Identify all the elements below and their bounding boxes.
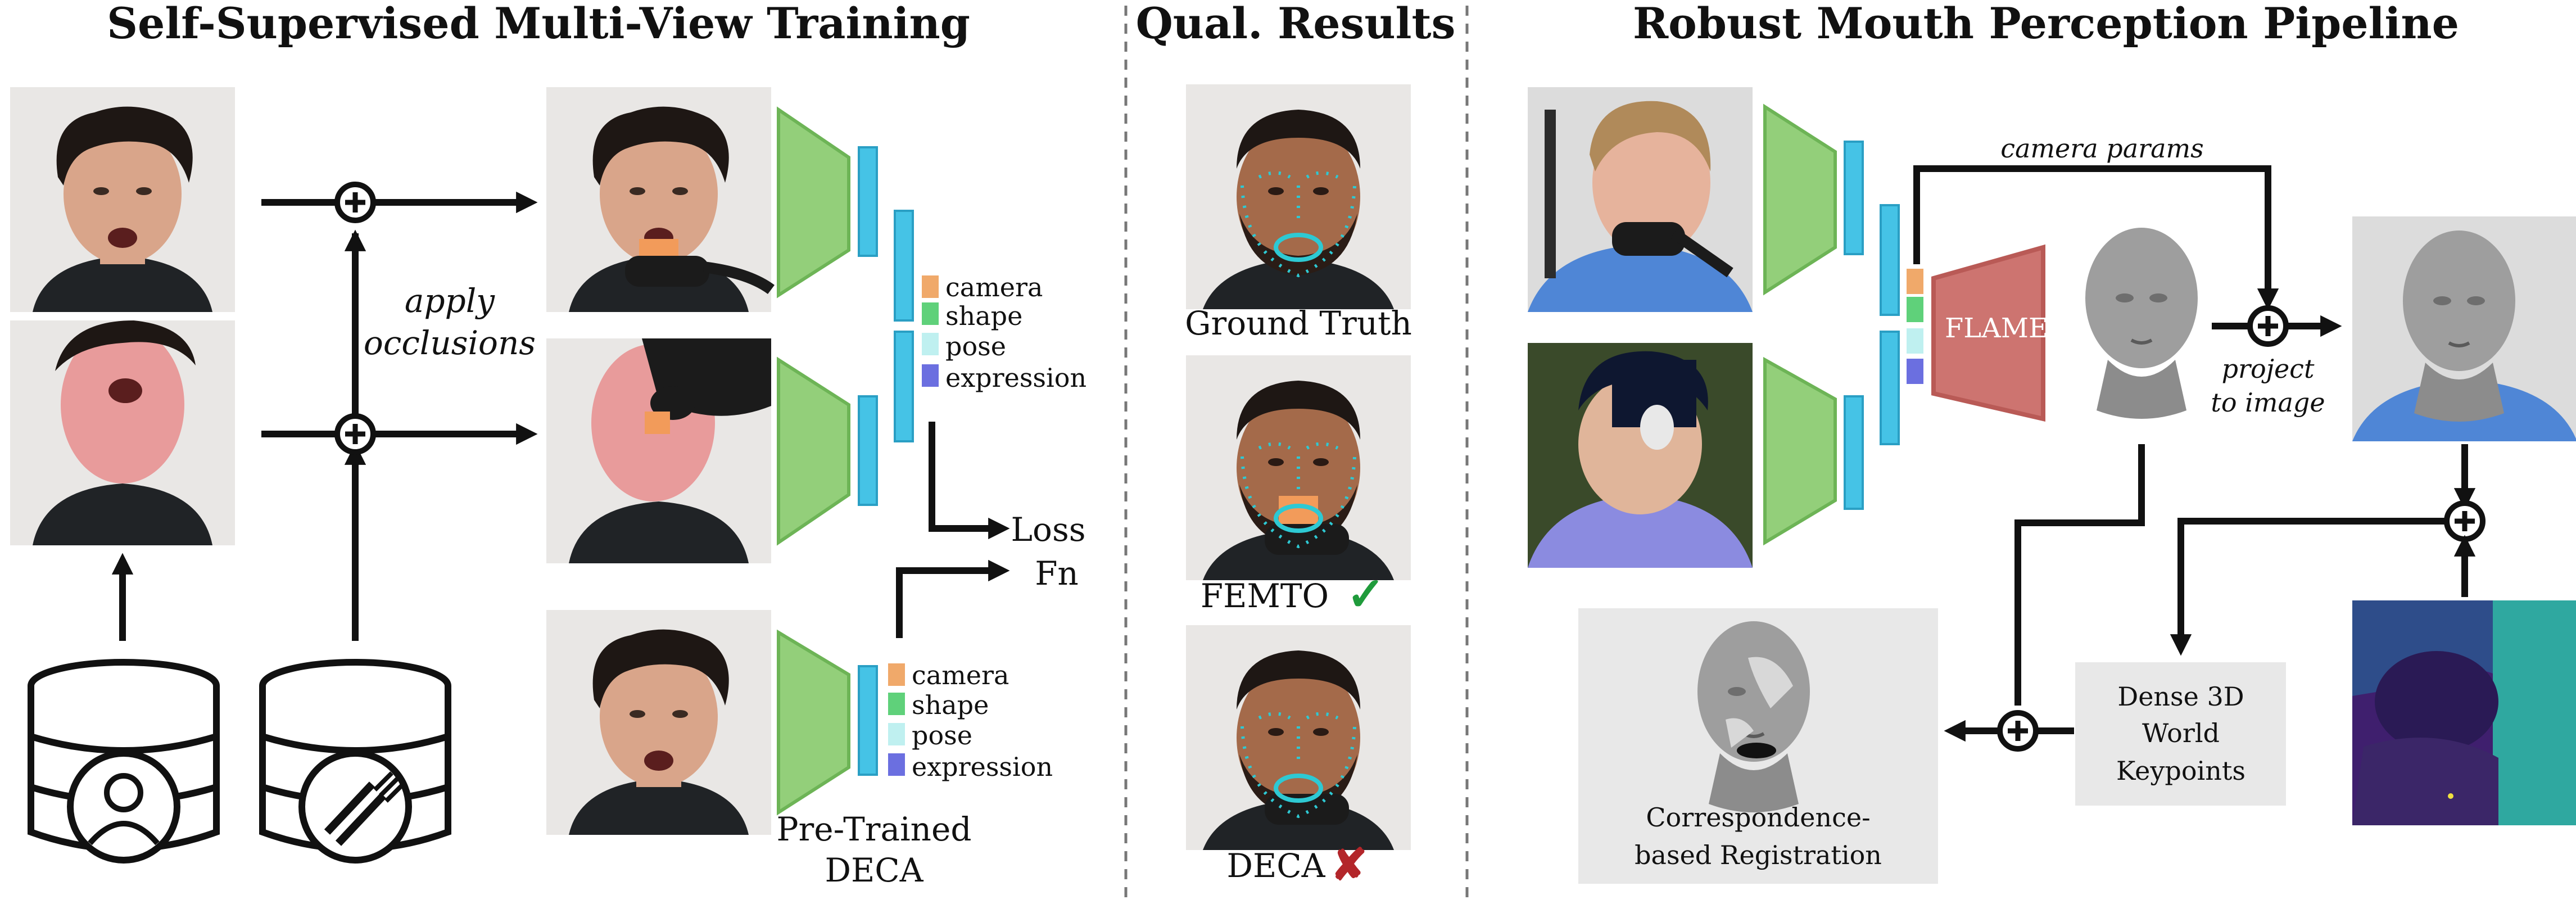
flame-param-stack <box>1907 269 1923 384</box>
flame-label: FLAME <box>1945 313 2048 344</box>
registered-mesh-render <box>1697 621 1810 812</box>
title-qual-results: Qual. Results <box>1136 0 1456 48</box>
result-photo-femto <box>1186 355 1411 580</box>
apply-occlusions-label-1: apply <box>405 282 495 320</box>
input-face-photo-2 <box>10 320 235 545</box>
loss-label-1: Loss <box>1011 510 1086 549</box>
param-legend-top: camera shape pose expression <box>922 272 1086 393</box>
title-mouth-perception: Robust Mouth Perception Pipeline <box>1633 0 2459 48</box>
feature-vector-camera-2 <box>1844 395 1864 510</box>
param-pose-bottom: pose <box>912 720 972 751</box>
param-pose-top: pose <box>945 331 1006 361</box>
occluded-face-photo-1 <box>546 87 775 312</box>
feature-vector-top <box>858 146 878 257</box>
param-vector-a <box>894 210 914 322</box>
deca-label: DECA <box>1226 847 1325 885</box>
registration-label-2: based Registration <box>1635 840 1882 870</box>
plus-node-depth <box>2444 500 2486 542</box>
pretrained-label-1: Pre-Trained <box>777 810 972 848</box>
depth-map-image <box>2352 600 2576 825</box>
mesh-head-render <box>2085 228 2198 419</box>
input-face-photo-1 <box>10 87 235 312</box>
plus-node-registration <box>1997 710 2039 752</box>
project-label-1: project <box>2222 354 2315 384</box>
encoder-pretrained <box>777 629 850 816</box>
encoder-camera-1 <box>1763 103 1837 296</box>
database-occluder-icon <box>259 659 451 864</box>
title-multi-view-training: Self-Supervised Multi-View Training <box>107 0 970 48</box>
result-photo-ground-truth <box>1186 84 1411 309</box>
feature-vector-pretrained <box>858 665 878 776</box>
arrow-to-loss-top <box>929 422 1010 540</box>
cross-icon: ✘ <box>1330 839 1367 891</box>
database-user-icon <box>28 659 220 864</box>
arrow-to-keypoints <box>2170 518 2447 656</box>
femto-label: FEMTO <box>1201 577 1329 615</box>
arrow-to-loss-bottom <box>896 559 1010 638</box>
keypoints-box <box>2075 662 2286 806</box>
arrow-mesh-down <box>2014 444 2145 706</box>
param-camera-top: camera <box>945 272 1043 302</box>
plus-node-project <box>2247 305 2289 347</box>
camera-params-label: camera params <box>2000 133 2204 164</box>
feature-vector-middle <box>858 395 878 506</box>
param-legend-bottom: camera shape pose expression <box>888 660 1053 782</box>
encoder-top <box>777 106 850 299</box>
param-camera-bottom: camera <box>912 660 1009 690</box>
pretrained-label-2: DECA <box>825 851 923 889</box>
arrow-camera-params <box>1913 165 2279 310</box>
param-vector-b <box>894 331 914 442</box>
input-camera-photo-2 <box>1528 343 1753 568</box>
projected-overlay-image <box>2352 216 2576 441</box>
fused-vector-b <box>1880 331 1900 445</box>
keypoints-label-2: World <box>2142 718 2220 748</box>
flame-decoder <box>1931 244 2045 422</box>
registration-label-1: Correspondence- <box>1646 802 1870 833</box>
keypoints-label-1: Dense 3D <box>2117 681 2244 712</box>
loss-label-2: Fn <box>1035 554 1079 593</box>
result-photo-deca <box>1186 625 1411 850</box>
occluded-face-photo-2 <box>546 338 771 563</box>
reference-face-photo <box>546 610 771 835</box>
keypoints-label-3: Keypoints <box>2116 756 2245 786</box>
plus-node-bottom <box>334 413 376 455</box>
check-icon: ✓ <box>1347 567 1386 621</box>
input-camera-photo-1 <box>1528 87 1753 312</box>
param-expression-top: expression <box>945 363 1086 393</box>
encoder-middle <box>777 356 850 546</box>
feature-vector-camera-1 <box>1844 141 1864 255</box>
apply-occlusions-label-2: occlusions <box>364 324 536 362</box>
fused-vector-a <box>1880 204 1900 316</box>
param-shape-top: shape <box>945 301 1022 331</box>
encoder-camera-2 <box>1763 356 1837 546</box>
plus-node-top <box>334 182 376 223</box>
param-shape-bottom: shape <box>912 690 989 720</box>
project-label-2: to image <box>2211 387 2325 418</box>
ground-truth-label: Ground Truth <box>1185 304 1412 342</box>
param-expression-bottom: expression <box>912 752 1053 782</box>
